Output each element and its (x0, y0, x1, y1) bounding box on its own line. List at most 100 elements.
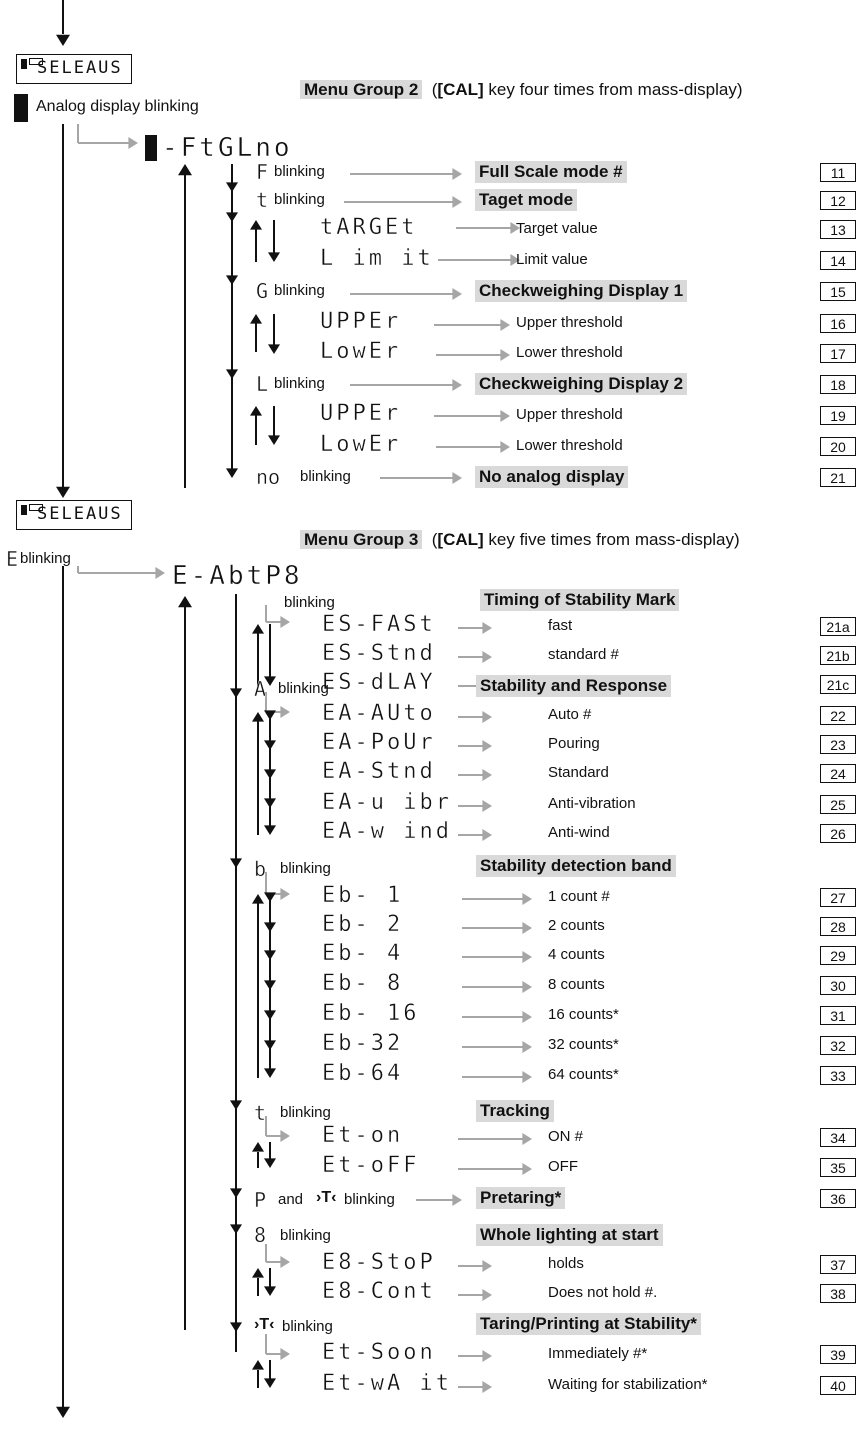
segment-setting[interactable]: UPPEr (320, 309, 402, 334)
arrow-head (452, 472, 462, 484)
menu-item-header[interactable]: No analog display (475, 466, 629, 488)
segment-setting[interactable]: Eb- 16 (322, 1001, 420, 1026)
arrow-head (522, 1163, 532, 1175)
segment-setting[interactable]: Eb- 8 (322, 971, 404, 996)
segment-setting[interactable]: tARGEt (320, 215, 418, 240)
segment-glyph: t (256, 188, 269, 212)
arrow-head (250, 220, 262, 230)
menu-group-2-title: Menu Group 2 ([CAL] key four times from … (300, 79, 743, 101)
segment-setting[interactable]: Et-wA it (322, 1371, 452, 1396)
a-glyph: A (254, 677, 267, 701)
menu-item-header[interactable]: Checkweighing Display 2 (475, 373, 688, 395)
arrow-head (264, 710, 276, 720)
segment-setting[interactable]: ES-Stnd (322, 641, 436, 666)
arrow-head (226, 182, 238, 192)
ref-number: 19 (820, 406, 856, 425)
band-blinking-caption: blinking (280, 860, 331, 877)
arrow-head (226, 468, 238, 478)
arrow-head (452, 1194, 462, 1206)
arrow-head (482, 1289, 492, 1301)
e-blinking-caption: blinking (20, 550, 71, 567)
menu-item-header[interactable]: Taget mode (475, 189, 578, 211)
arrow-head (482, 769, 492, 781)
arrow-head (264, 798, 276, 808)
arrow-head (230, 1224, 242, 1234)
setting-label: Anti-wind (548, 824, 610, 841)
setting-label: Pouring (548, 735, 600, 752)
menu-item-header[interactable]: Full Scale mode # (475, 161, 627, 183)
setting-label: 16 counts* (548, 1006, 619, 1023)
arrow-head (226, 275, 238, 285)
segment-setting[interactable]: EA-PoUr (322, 730, 436, 755)
arrow-head (178, 164, 192, 176)
header-tare-print: Taring/Printing at Stability* (476, 1313, 701, 1335)
ref-number: 16 (820, 314, 856, 333)
header-band: Stability detection band (476, 855, 676, 877)
pretare-blinking: blinking (344, 1191, 395, 1208)
segment-setting[interactable]: LowEr (320, 339, 402, 364)
segment-setting[interactable]: EA-AUto (322, 701, 436, 726)
header-timing: Timing of Stability Mark (480, 589, 680, 611)
ref-number: 15 (820, 282, 856, 301)
arrow-head (252, 1268, 264, 1278)
segment-setting[interactable]: Et-on (322, 1123, 404, 1148)
ref-number: 14 (820, 251, 856, 270)
ref-number: 40 (820, 1376, 856, 1395)
ref-number: 25 (820, 795, 856, 814)
root-menu-group2[interactable]: -FtGLno (162, 133, 293, 163)
arrow-head (252, 624, 264, 634)
arrow-head (510, 254, 520, 266)
segment-setting[interactable]: ES-dLAY (322, 670, 436, 695)
segment-setting[interactable]: Et-oFF (322, 1153, 420, 1178)
segment-setting[interactable]: EA-w ind (322, 819, 452, 844)
segment-setting[interactable]: Eb-32 (322, 1031, 404, 1056)
setting-label: 2 counts (548, 917, 605, 934)
segment-setting[interactable]: Eb- 4 (322, 941, 404, 966)
segment-setting[interactable]: Eb-64 (322, 1061, 404, 1086)
arrow-head (264, 980, 276, 990)
segment-setting[interactable]: E8-Cont (322, 1279, 436, 1304)
arrow-head (522, 1041, 532, 1053)
root-menu-group3[interactable]: E-AbtP8 (172, 561, 303, 591)
arrow-head (252, 1142, 264, 1152)
timing-blinking-caption: blinking (284, 594, 335, 611)
arrow-head (264, 1378, 276, 1388)
arrow-head (500, 349, 510, 361)
ref-number: 21 (820, 468, 856, 487)
ref-number: 24 (820, 764, 856, 783)
segment-setting[interactable]: UPPEr (320, 401, 402, 426)
setting-label: Upper threshold (516, 406, 623, 423)
setting-label: Limit value (516, 251, 588, 268)
segment-setting[interactable]: LowEr (320, 432, 402, 457)
arrow-head (482, 800, 492, 812)
analog-bar-icon (14, 94, 28, 122)
ref-number: 17 (820, 344, 856, 363)
segment-setting[interactable]: Eb- 1 (322, 883, 404, 908)
pretare-and: and (278, 1191, 304, 1208)
arrow-head (482, 651, 492, 663)
menu-item-header[interactable]: Checkweighing Display 1 (475, 280, 688, 302)
stab-blinking-caption: blinking (278, 680, 329, 697)
ref-number: 13 (820, 220, 856, 239)
segment-glyph: no (256, 465, 281, 489)
arrow-head (264, 1286, 276, 1296)
segment-setting[interactable]: EA-u ibr (322, 790, 452, 815)
segment-setting[interactable]: E8-StoP (322, 1250, 436, 1275)
segment-setting[interactable]: L im it (320, 246, 434, 271)
arrow-head (482, 829, 492, 841)
segment-setting[interactable]: Eb- 2 (322, 912, 404, 937)
segment-setting[interactable]: EA-Stnd (322, 759, 436, 784)
arrow-head (230, 1188, 242, 1198)
arrow-head (280, 616, 290, 628)
arrow-head (264, 892, 276, 902)
arrow-head (268, 435, 280, 445)
arrow-head (264, 1158, 276, 1168)
arrow-head (522, 922, 532, 934)
setting-label: standard # (548, 646, 619, 663)
segment-setting[interactable]: ES-FASt (322, 612, 436, 637)
segment-setting[interactable]: Et-Soon (322, 1340, 436, 1365)
p-glyph: P (254, 1188, 267, 1212)
ref-number: 30 (820, 976, 856, 995)
b-glyph: b (254, 857, 267, 881)
